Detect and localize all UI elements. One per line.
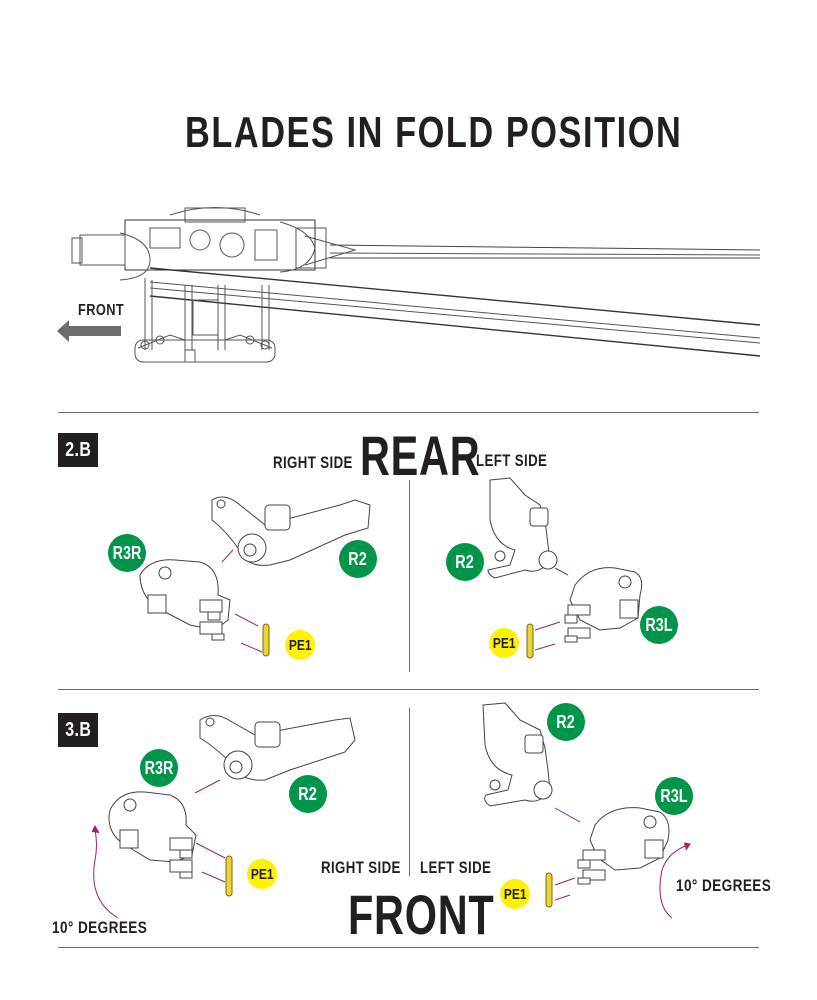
callout-r2: R2 <box>547 703 585 741</box>
callout-pe1: PE1 <box>489 628 519 658</box>
section-divider <box>58 412 759 413</box>
callout-r2: R2 <box>289 775 327 813</box>
section-divider <box>58 947 759 948</box>
panel-divider <box>409 708 410 876</box>
callout-r2: R2 <box>446 543 484 581</box>
front-view-label: FRONT <box>348 883 495 946</box>
callout-r3r: R3R <box>140 749 178 787</box>
rotation-label-right: 10° DEGREES <box>52 918 148 937</box>
callout-r3l: R3L <box>655 777 693 815</box>
front-direction-label: FRONT <box>78 302 125 319</box>
page-title: BLADES IN FOLD POSITION <box>185 108 683 157</box>
callout-r2: R2 <box>339 540 377 578</box>
left-side-label: LEFT SIDE <box>476 451 548 470</box>
step-badge-3b: 3.B <box>58 713 98 747</box>
rotation-label-left: 10° DEGREES <box>676 876 772 895</box>
step-badge-2b: 2.B <box>58 433 98 467</box>
right-side-label: RIGHT SIDE <box>273 453 353 472</box>
rear-view-label: REAR <box>360 424 481 487</box>
callout-pe1: PE1 <box>247 859 277 889</box>
callout-pe1: PE1 <box>500 879 530 909</box>
callout-pe1: PE1 <box>285 630 315 660</box>
callout-r3l: R3L <box>640 606 678 644</box>
left-side-label: LEFT SIDE <box>420 858 492 877</box>
section-divider <box>58 689 759 690</box>
rotor-head-fold-drawing <box>71 207 761 363</box>
right-side-label: RIGHT SIDE <box>321 858 401 877</box>
callout-r3r: R3R <box>108 534 146 572</box>
left-arrow-icon <box>57 320 121 342</box>
panel-divider <box>409 480 410 672</box>
